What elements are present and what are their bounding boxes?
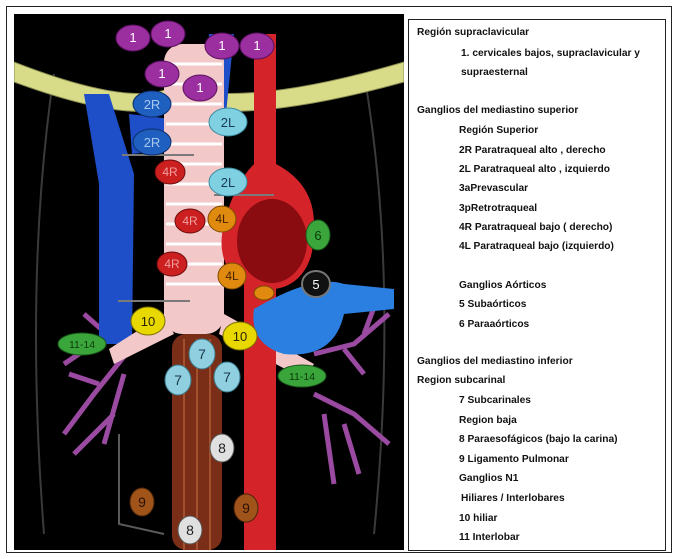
station-1-node: 1 — [240, 33, 274, 59]
legend-subtitle: Region baja — [459, 416, 517, 426]
svg-text:4L: 4L — [225, 269, 239, 283]
legend-section-title: Ganglios Aórticos — [459, 281, 546, 291]
station-7-node: 7 — [214, 362, 240, 392]
legend-item: 4R Paratraqueal bajo ( derecho) — [459, 223, 612, 233]
station-4R-node: 4R — [157, 252, 187, 276]
svg-text:9: 9 — [138, 494, 146, 510]
station-7-node: 7 — [165, 365, 191, 395]
svg-text:2L: 2L — [221, 115, 235, 130]
svg-text:9: 9 — [242, 500, 250, 516]
station-11-14-node: 11-14 — [58, 333, 106, 355]
station-2R-node: 2R — [133, 91, 171, 117]
station-8-node: 8 — [178, 516, 202, 544]
station-4L-node: 4L — [208, 206, 236, 232]
legend-item: supraesternal — [461, 68, 528, 78]
station-1-node: 1 — [183, 75, 217, 101]
legend-subtitle: Región Superior — [459, 126, 538, 136]
svg-text:4L: 4L — [215, 212, 229, 226]
legend-subtitle: Region subcarinal — [417, 376, 505, 386]
svg-text:10: 10 — [141, 314, 155, 329]
lymph-node-stations: 1 1 1 1 1 1 2R 2R 2L 2L 4R 4R 4R 4L 4L 5… — [14, 14, 404, 550]
legend-item: 3pRetrotraqueal — [459, 204, 537, 214]
station-1-node: 1 — [205, 33, 239, 59]
svg-text:8: 8 — [218, 440, 226, 456]
legend-item: 10 hiliar — [459, 514, 498, 524]
station-4R-node: 4R — [175, 209, 205, 233]
mediastinal-lymph-node-map: 1 1 1 1 1 1 2R 2R 2L 2L 4R 4R 4R 4L 4L 5… — [14, 14, 404, 550]
svg-text:8: 8 — [186, 522, 194, 538]
svg-text:1: 1 — [218, 38, 225, 53]
legend-item: 9 Ligamento Pulmonar — [459, 455, 569, 465]
svg-text:4R: 4R — [162, 165, 178, 179]
legend-item: 11 Interlobar — [459, 533, 520, 543]
svg-text:4R: 4R — [164, 257, 180, 271]
station-4L-node: 4L — [218, 263, 246, 289]
station-10-node: 10 — [131, 307, 165, 335]
station-11-14-node: 11-14 — [278, 365, 326, 387]
station-5-node: 5 — [302, 271, 330, 297]
svg-text:2R: 2R — [144, 97, 161, 112]
svg-text:1: 1 — [196, 80, 203, 95]
legend-item: 7 Subcarinales — [459, 396, 531, 406]
svg-text:7: 7 — [174, 372, 182, 388]
station-4L-small-node — [254, 286, 274, 300]
svg-text:2R: 2R — [144, 135, 161, 150]
legend-section-title: Región supraclavicular — [417, 28, 529, 38]
station-9-node: 9 — [130, 488, 154, 516]
svg-text:1: 1 — [158, 66, 165, 81]
legend-section-title: Ganglios del mediastino superior — [417, 106, 578, 116]
legend-item: 8 Paraesofágicos (bajo la carina) — [459, 435, 618, 445]
legend-item: 3aPrevascular — [459, 184, 528, 194]
svg-text:6: 6 — [314, 228, 321, 243]
legend-item: 1. cervicales bajos, supraclavicular y — [461, 49, 640, 59]
legend-item: 6 Paraaórticos — [459, 320, 529, 330]
station-10-node: 10 — [223, 322, 257, 350]
station-7-node: 7 — [189, 339, 215, 369]
legend-item: 2R Paratraqueal alto , derecho — [459, 146, 606, 156]
svg-text:2L: 2L — [221, 175, 235, 190]
svg-text:7: 7 — [223, 369, 231, 385]
svg-text:11-14: 11-14 — [69, 339, 95, 351]
station-1-node: 1 — [151, 21, 185, 47]
station-2L-node: 2L — [209, 168, 247, 196]
legend-item: 5 Subaórticos — [459, 300, 526, 310]
legend-item: Hiliares / Interlobares — [461, 494, 565, 504]
station-8-node: 8 — [210, 434, 234, 462]
station-2L-node: 2L — [209, 108, 247, 136]
station-6-node: 6 — [306, 220, 330, 250]
station-4R-node: 4R — [155, 160, 185, 184]
svg-text:10: 10 — [233, 329, 247, 344]
svg-text:1: 1 — [129, 30, 136, 45]
station-2R-node: 2R — [133, 129, 171, 155]
legend-item: 4L Paratraqueal bajo (izquierdo) — [459, 242, 614, 252]
legend-subtitle: Ganglios N1 — [459, 474, 518, 484]
legend-item: 2L Paratraqueal alto , izquierdo — [459, 165, 610, 175]
legend-section-title: Ganglios del mediastino inferior — [417, 357, 573, 367]
station-9-node: 9 — [234, 494, 258, 522]
svg-text:11-14: 11-14 — [289, 371, 315, 383]
svg-text:7: 7 — [198, 346, 206, 362]
svg-text:4R: 4R — [182, 214, 198, 228]
svg-text:5: 5 — [312, 277, 319, 292]
svg-text:1: 1 — [164, 26, 171, 41]
station-1-node: 1 — [116, 25, 150, 51]
svg-text:1: 1 — [253, 38, 260, 53]
station-legend: Región supraclavicular 1. cervicales baj… — [408, 19, 666, 551]
station-1-node: 1 — [145, 61, 179, 87]
